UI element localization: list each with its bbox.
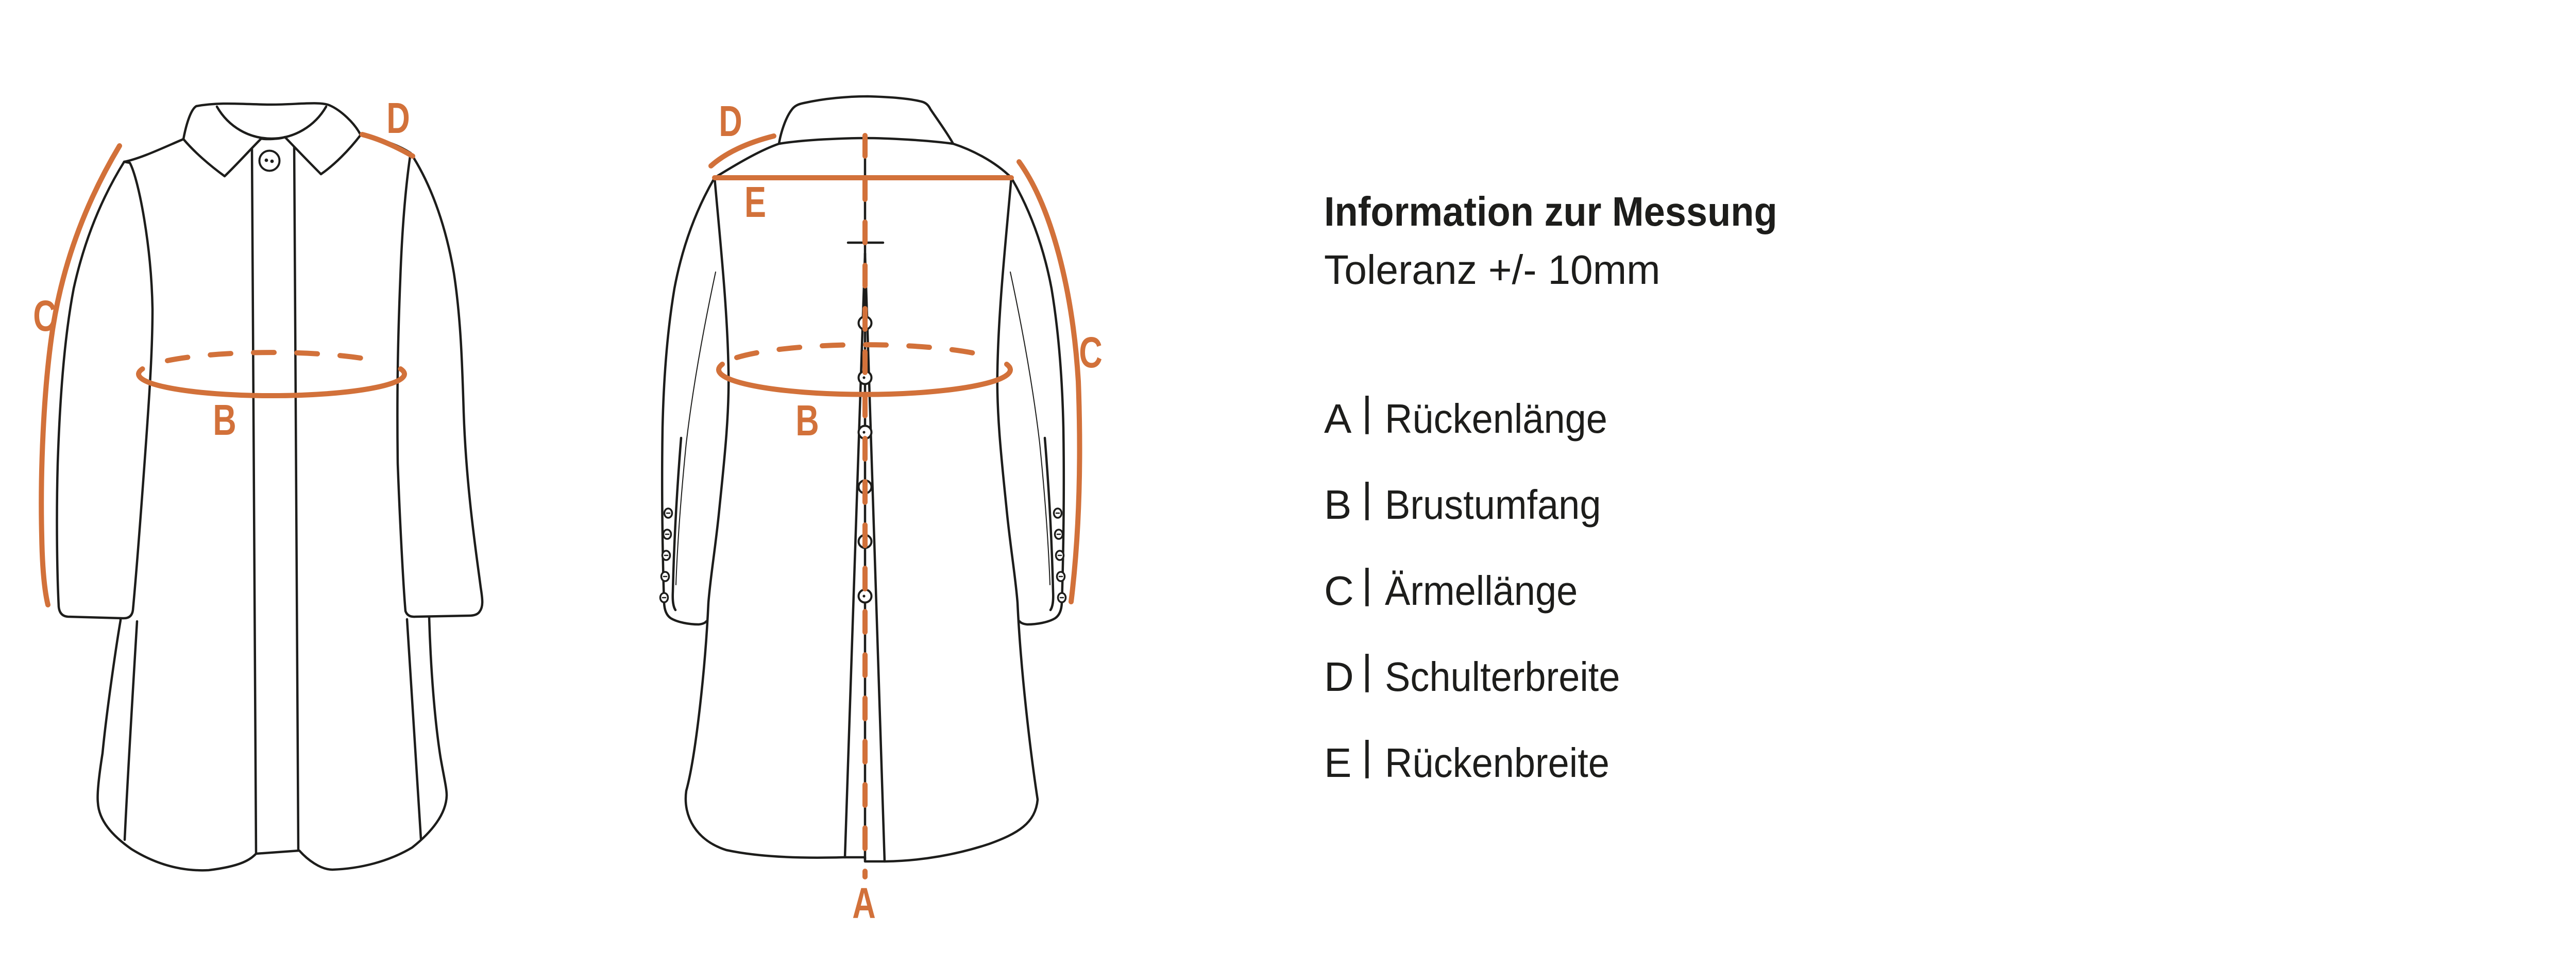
front-measure-b-ellipse-dashed [165,350,378,363]
back-measure-c-arc [1016,159,1082,604]
legend-subtitle: Toleranz +/- 10mm [1324,246,1660,293]
back-center-buttonhole [862,431,866,434]
legend-name: Rückenlänge [1385,396,1607,442]
front-placket-left-line [250,144,258,854]
back-vent-left-line [843,252,867,859]
legend-row-b: B | Brustumfang [1324,474,1601,528]
legend-letter: C [1324,568,1354,614]
front-side-seam-right [405,618,422,840]
back-label-b: B [795,396,819,445]
legend-separator: | [1362,647,1372,692]
back-vent-right-line [863,252,886,863]
back-cuff-left-placket-line [671,436,683,612]
legend-separator: | [1362,733,1372,778]
legend-separator: | [1362,561,1372,606]
front-side-seam-left [123,620,139,841]
back-label-e: E [744,178,766,226]
front-measure-d-arc [360,132,415,159]
legend-row-d: D | Schulterbreite [1324,647,1620,700]
legend-title: Information zur Messung [1324,189,1777,234]
back-label-c: C [1079,328,1103,377]
back-cuff-right-buttons [1053,507,1067,603]
back-measure-d-arc [708,133,776,168]
front-placket-right-line [293,143,300,851]
legend: Information zur Messung Toleranz +/- 10m… [1324,189,1777,786]
back-cuff-left-buttons [659,507,673,603]
legend-row-c: C | Ärmellänge [1324,561,1578,614]
back-cuff-right-placket-line [1043,436,1055,612]
front-label-b: B [213,396,236,444]
legend-letter: D [1324,654,1354,700]
back-label-a: A [852,879,876,927]
front-button [258,149,281,172]
legend-letter: E [1324,740,1351,786]
back-label-d: D [719,97,742,145]
legend-name: Schulterbreite [1385,654,1620,700]
front-label-c: C [33,292,57,340]
back-body [684,136,1039,863]
front-button-hole-left [264,158,268,162]
front-sleeve-left [56,160,154,620]
back-measure-b-ellipse-dashed [734,342,995,360]
legend-name: Brustumfang [1385,482,1601,528]
back-collar [777,95,955,145]
legend-separator: | [1362,474,1372,520]
measurement-annotations: C B D D E B C A [33,94,1103,927]
legend-name: Ärmellänge [1385,568,1578,614]
front-measure-b-ellipse-solid [136,366,407,399]
back-sleeve-left-inner [675,272,716,585]
legend-row-e: E | Rückenbreite [1324,733,1609,786]
back-sleeve-right-inner [1010,272,1050,585]
front-sleeve-right [396,151,484,618]
front-button-hole-right [270,159,274,163]
front-neckline [215,105,328,140]
legend-letter: B [1324,482,1351,528]
front-body [96,133,448,872]
legend-separator: | [1362,388,1372,434]
back-center-buttonhole [862,595,866,598]
back-sleeve-right [1010,176,1065,626]
legend-letter: A [1324,396,1352,442]
front-label-d: D [386,94,410,142]
legend-name: Rückenbreite [1385,740,1609,786]
back-center-buttonhole [862,376,866,379]
front-measure-c-arc [39,143,122,607]
back-sleeve-left [660,176,716,626]
legend-row-a: A | Rückenlänge [1324,388,1607,442]
garment-front-view [56,102,484,872]
garment-back-view [659,95,1067,863]
